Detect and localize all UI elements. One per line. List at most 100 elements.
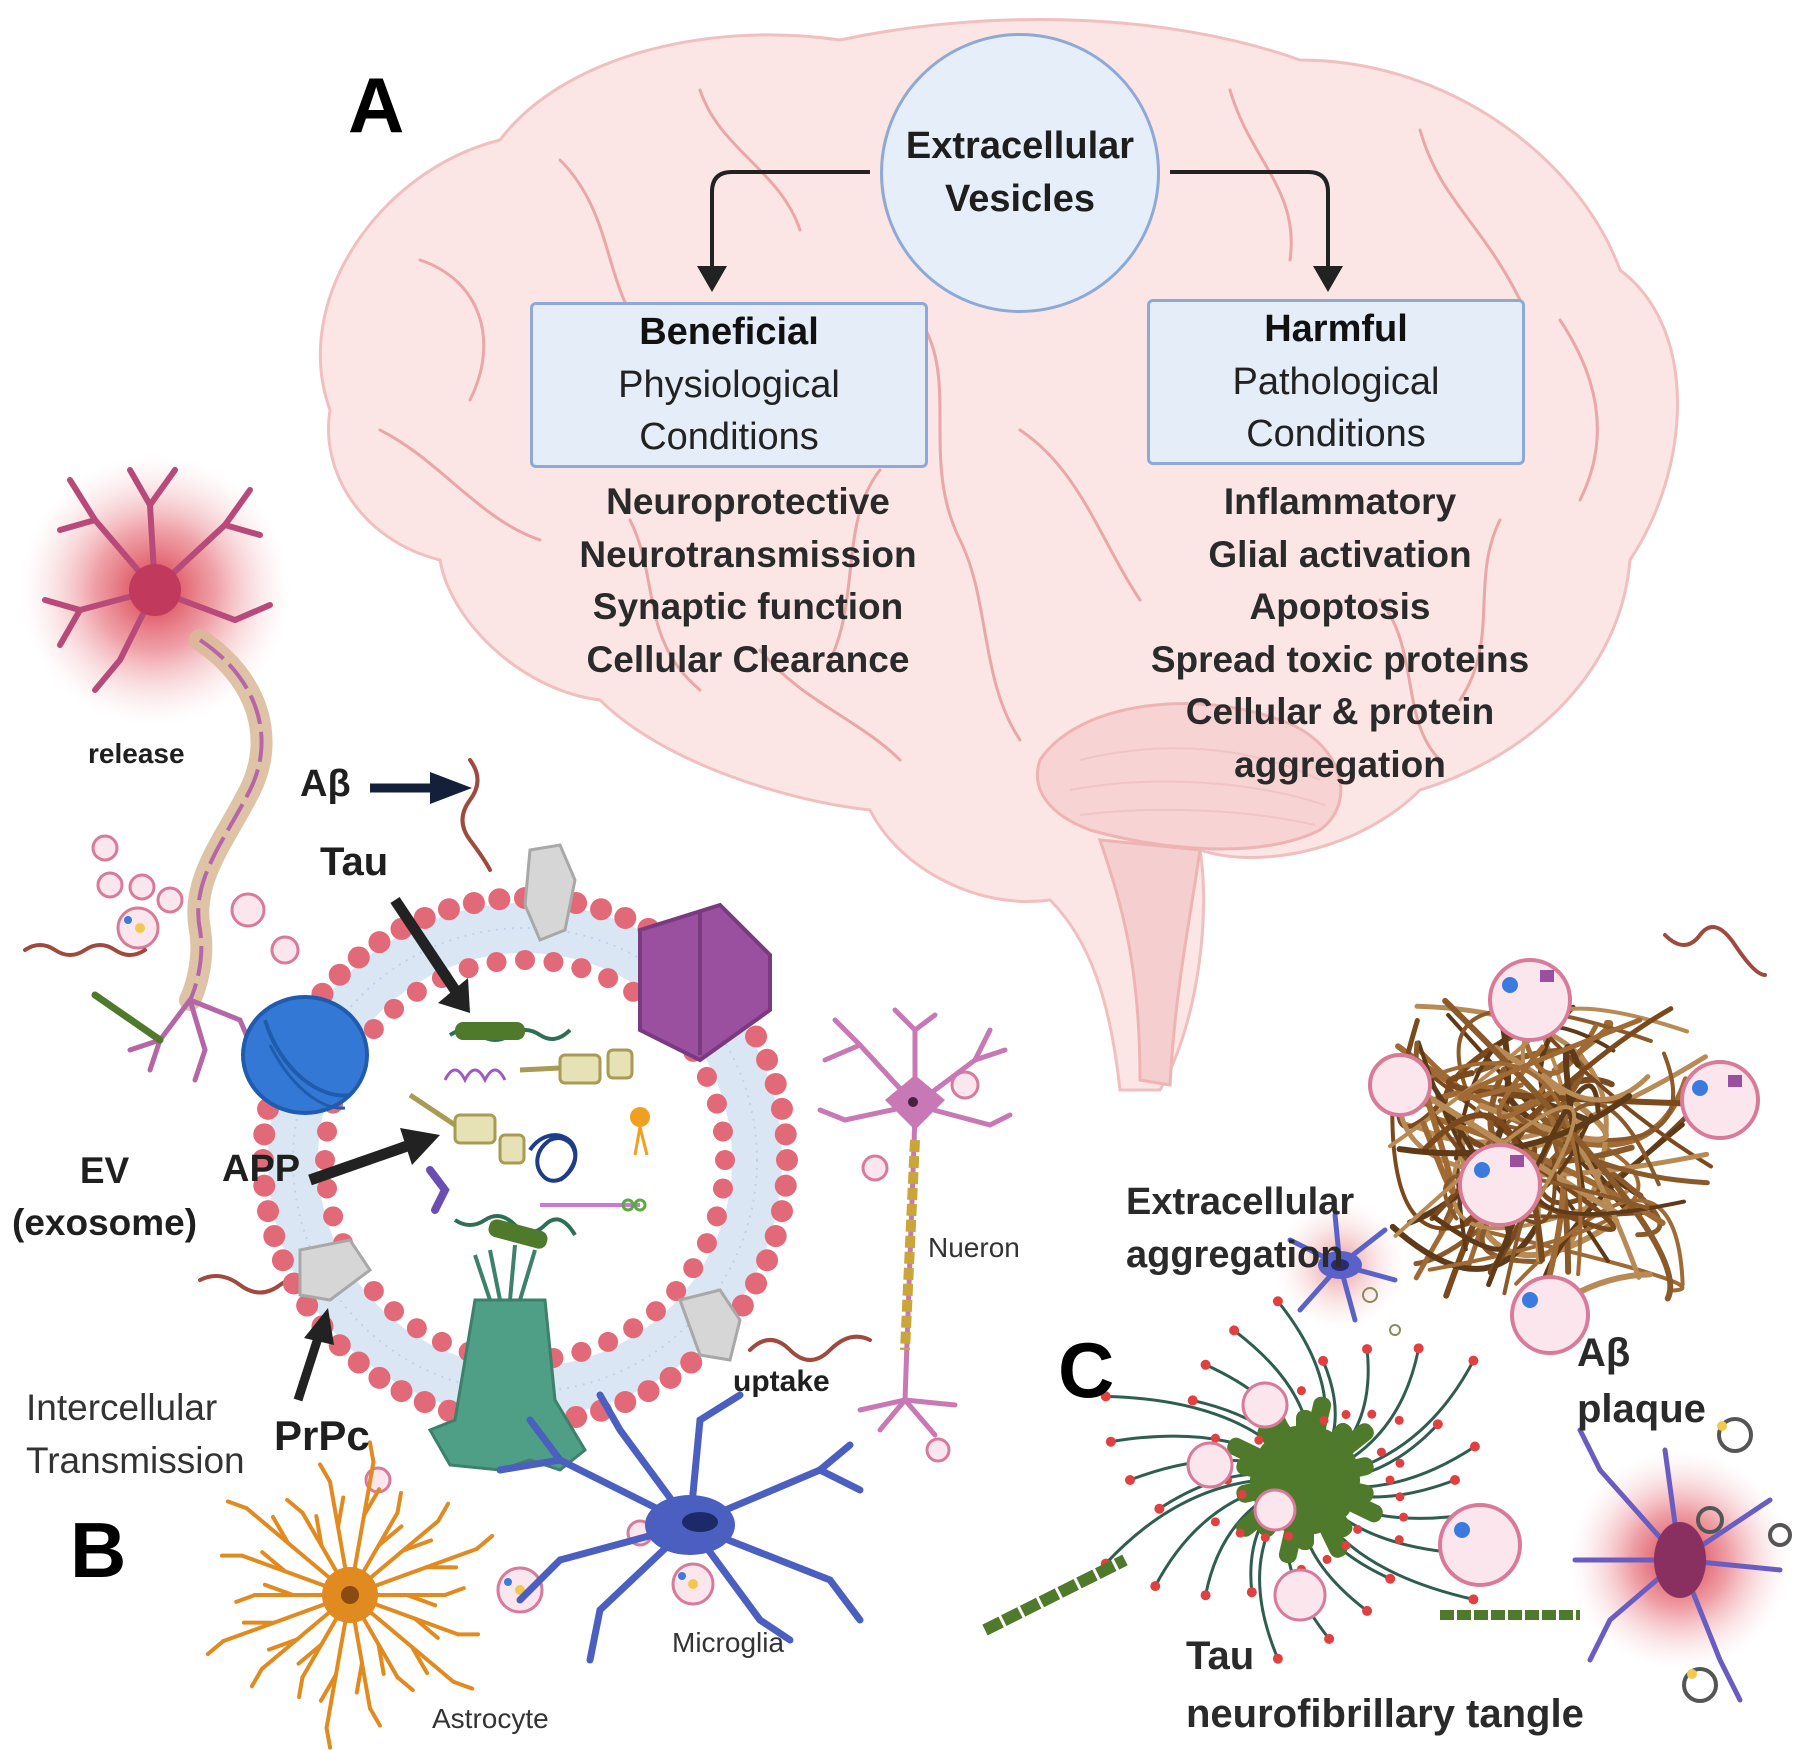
plaque-fiber	[1394, 1061, 1583, 1277]
phospho-site	[1150, 1581, 1161, 1592]
membrane-bead	[323, 1206, 344, 1227]
astrocyte-branch	[354, 1660, 364, 1695]
astrocyte-branch	[324, 1725, 333, 1750]
beneficial-subtitle-1: Physiological	[618, 363, 840, 406]
phospho-site	[1200, 1590, 1211, 1601]
loose-fibrils	[23, 758, 1767, 1362]
phospho-site	[1254, 1435, 1264, 1445]
membrane-bead	[764, 1072, 787, 1095]
purple-channel-protein	[638, 902, 772, 1063]
plaque-fiber	[1540, 1072, 1651, 1103]
panel-label-b: B	[70, 1506, 127, 1594]
phospho-site	[1319, 1415, 1329, 1425]
membrane-bead	[715, 1150, 735, 1170]
amyloid-plaque	[1368, 958, 1760, 1355]
astrocyte-branch	[376, 1524, 404, 1548]
harmful-effect: Cellular & protein	[1185, 691, 1495, 733]
membrane-bead	[731, 1294, 754, 1317]
plaque-fiber	[1457, 1017, 1643, 1102]
membrane-bead	[347, 946, 370, 969]
astrocyte-branch	[367, 1706, 382, 1728]
harmful-effect: Glial activation	[1208, 533, 1472, 575]
intercellular-transmission-label: Intercellular Transmission	[26, 1382, 245, 1487]
membrane-bead	[614, 906, 637, 929]
astrocyte-branch	[318, 1462, 333, 1484]
membrane-bead	[263, 1225, 286, 1248]
plaque-fiber	[1514, 1198, 1685, 1287]
astrocyte-branch	[205, 1639, 226, 1657]
ev-label-line-2: (exosome)	[12, 1201, 198, 1243]
astrocyte-branch	[262, 1582, 295, 1597]
membrane-bead	[368, 1366, 391, 1389]
membrane-bead	[515, 950, 535, 970]
membrane-bead	[384, 1301, 405, 1322]
tangle-line-2: neurofibrillary tangle	[1186, 1692, 1584, 1736]
phospho-site	[1341, 1410, 1351, 1420]
activated-microglia	[1275, 1200, 1405, 1336]
phospho-site	[1353, 1524, 1363, 1534]
membrane-bead	[384, 998, 405, 1019]
membrane-bead	[770, 1200, 793, 1223]
membrane-bead	[406, 981, 427, 1002]
harmful-effect: Apoptosis	[1249, 586, 1431, 628]
membrane-bead	[271, 1249, 294, 1272]
membrane-bead	[413, 1391, 436, 1414]
phospho-site	[1272, 1296, 1283, 1307]
ev-arrows	[710, 170, 1330, 268]
prpc-label: PrPc	[274, 1412, 370, 1459]
phospho-site	[1105, 1436, 1116, 1447]
membrane-bead	[462, 892, 485, 915]
ev-exosome	[241, 843, 798, 1472]
astrocyte-cell	[205, 1440, 495, 1750]
tau-tangle	[982, 1296, 1580, 1664]
membrane-bead	[683, 1258, 704, 1279]
astrocyte-branch	[405, 1593, 438, 1608]
prpc-proteins	[298, 843, 742, 1362]
astrocyte-label: Astrocyte	[432, 1703, 549, 1734]
phospho-site	[1385, 1573, 1396, 1584]
astrocyte-branch	[436, 1501, 451, 1524]
membrane-bead	[347, 1351, 370, 1374]
membrane-bead	[406, 1318, 427, 1339]
astrocyte-branch	[395, 1491, 403, 1515]
beneficial-effect: Cellular Clearance	[586, 638, 910, 680]
astrocyte-branch	[376, 1642, 386, 1676]
plaque-fiber	[1422, 1112, 1545, 1263]
phospho-site	[1187, 1395, 1198, 1406]
brain-silhouette	[318, 18, 1679, 1092]
membrane-bead	[659, 1366, 682, 1389]
membrane-bead	[637, 1380, 660, 1403]
tau-tangle-label: Tau neurofibrillary tangle	[1186, 1627, 1584, 1743]
membrane-bead	[712, 1121, 733, 1142]
phospho-site	[1210, 1433, 1220, 1443]
tau-label: Tau	[320, 840, 389, 884]
microglia-label: Microglia	[672, 1627, 785, 1658]
astrocyte-branch	[336, 1495, 346, 1530]
membrane-bead	[543, 952, 564, 973]
releasing-neuron	[20, 455, 290, 1083]
astrocyte-branch	[443, 1586, 466, 1597]
membrane-bead	[696, 1233, 717, 1254]
phospho-site	[1210, 1517, 1220, 1527]
astrocyte-branch	[474, 1533, 495, 1551]
membrane-bead	[623, 1318, 644, 1339]
membrane-bead	[756, 1048, 779, 1071]
plaque-fiber	[1396, 1092, 1633, 1157]
phospho-site	[1367, 1409, 1377, 1419]
harmful-effects-list: Inflammatory Glial activation Apoptosis …	[1140, 476, 1540, 791]
phospho-site	[1394, 1535, 1404, 1545]
arrow-to-harmful	[1313, 266, 1343, 292]
phospho-site	[1318, 1355, 1329, 1366]
membrane-bead	[706, 1206, 727, 1227]
phospho-site	[1469, 1441, 1480, 1452]
harmful-box: Harmful Pathological Conditions	[1147, 299, 1525, 465]
membrane-bead	[706, 1093, 727, 1114]
ev-exosome-label: EV (exosome)	[12, 1145, 197, 1249]
membrane-bead	[598, 968, 619, 989]
membrane-bead	[315, 1150, 335, 1170]
phospho-site	[1246, 1587, 1257, 1598]
microglia-cell	[496, 1391, 864, 1664]
membrane-bead	[645, 1301, 666, 1322]
